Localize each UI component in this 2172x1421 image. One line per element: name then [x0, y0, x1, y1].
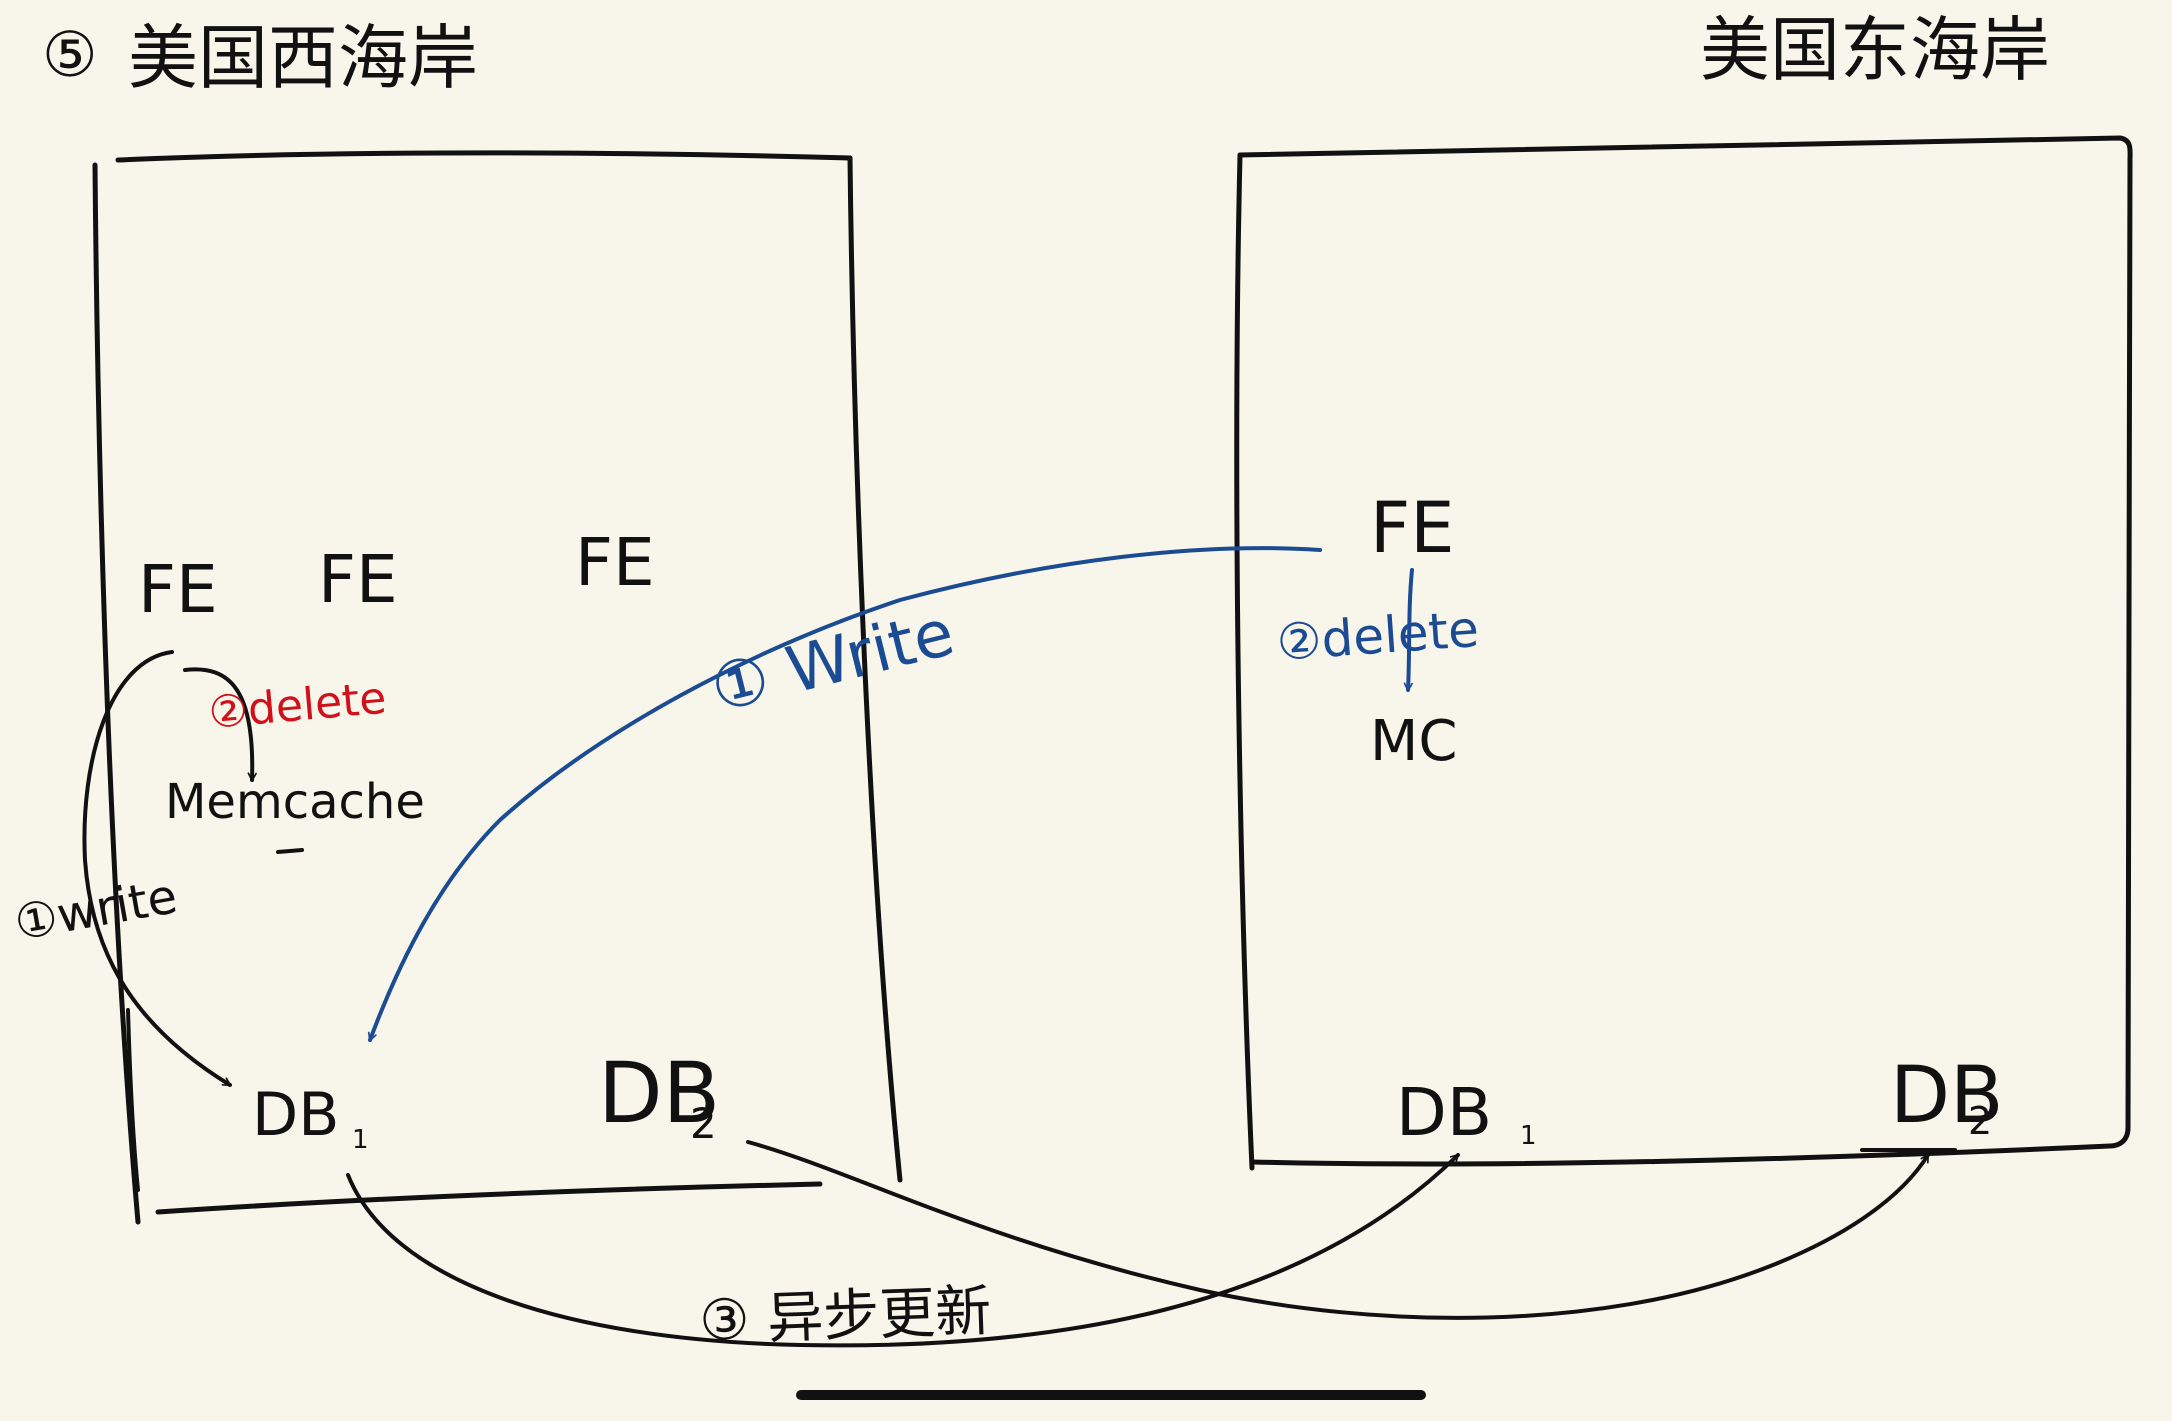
memcache-tick: [276, 848, 304, 854]
east-db2: DB 2: [1890, 1051, 2004, 1143]
west-delete-arrow: [183, 667, 257, 782]
west-region-box: [92, 150, 903, 1225]
east-write-label: ① Write: [704, 596, 961, 727]
west-db1: DB 1: [252, 1080, 369, 1155]
east-db2-sub: 2: [1968, 1099, 1992, 1143]
east-box-left: [1234, 152, 1255, 1171]
west-region-title: 美国西海岸: [128, 17, 478, 99]
west-write-arrow: [82, 650, 232, 1087]
home-indicator-bar: [796, 1390, 1426, 1400]
west-memcache: Memcache: [165, 774, 425, 830]
east-mc: MC: [1370, 709, 1457, 774]
east-db1: DB 1: [1396, 1074, 1537, 1151]
east-region-box: [1234, 135, 2133, 1171]
west-delete-label: ②delete: [207, 673, 389, 739]
async-db1-arrow: [346, 1153, 1460, 1348]
east-box-right: [2107, 157, 2133, 1149]
west-db2: DB 2: [598, 1044, 720, 1148]
west-title: ⑤ 美国西海岸: [42, 17, 478, 99]
east-box-bottom: [1249, 1143, 2113, 1167]
west-write-label: ①write: [10, 868, 181, 952]
async-db2-arrow: [746, 1140, 1930, 1320]
east-box-top: [1237, 135, 2133, 163]
west-fe-2: FE: [318, 541, 398, 618]
east-fe: FE: [1370, 487, 1455, 569]
east-delete-label: ②delete: [1275, 600, 1481, 672]
west-box-bottom: [155, 1181, 823, 1215]
east-title: 美国东海岸: [1700, 9, 2050, 91]
west-fe-3: FE: [575, 524, 655, 601]
west-box-left: [92, 162, 141, 1225]
west-db2-label: DB: [598, 1044, 720, 1142]
east-write-arrow: [367, 546, 1322, 1042]
east-region-title: 美国东海岸: [1700, 9, 2050, 91]
east-db1-sub: 1: [1520, 1121, 1537, 1151]
async-update-label: ③ 异步更新: [698, 1279, 992, 1354]
west-db1-sub: 1: [352, 1125, 369, 1155]
west-db2-sub: 2: [690, 1099, 717, 1148]
west-box-top: [115, 150, 853, 163]
west-box-left-extra: [126, 1008, 140, 1192]
west-fe-1: FE: [138, 551, 218, 628]
east-db2-label: DB: [1890, 1051, 2004, 1141]
east-delete-arrow: [1403, 568, 1414, 692]
west-box-right: [847, 155, 903, 1183]
east-db1-label: DB: [1396, 1074, 1492, 1151]
west-db1-label: DB: [252, 1080, 339, 1150]
title-marker: ⑤: [42, 18, 98, 91]
